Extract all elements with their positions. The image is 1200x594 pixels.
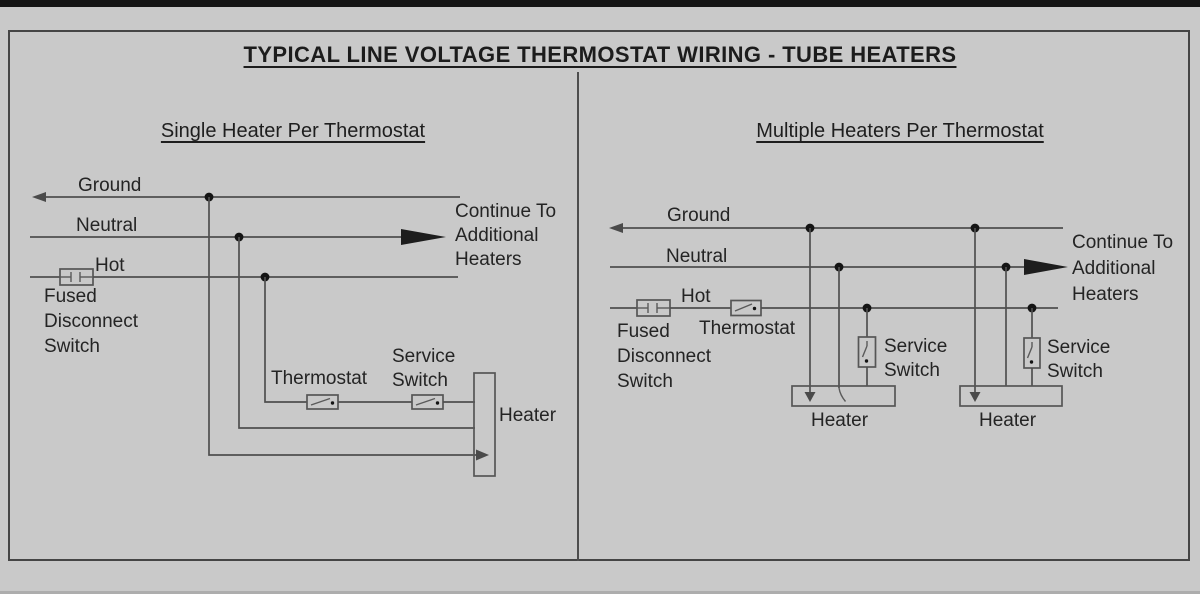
service-switch-2-label: Service Switch <box>1047 337 1111 382</box>
heater-1-label: Heater <box>811 410 869 431</box>
continue-to-additional-heaters-label: Continue To Additional Heaters <box>1072 232 1174 305</box>
continue-to-additional-heaters-label: Continue To Additional Heaters <box>455 201 557 270</box>
thermostat-label: Thermostat <box>271 368 368 389</box>
hot-wire-label: Hot <box>681 286 711 307</box>
fused-disconnect-switch-label: Fused Disconnect Switch <box>617 321 711 392</box>
service-switch-label: Service Switch <box>392 346 456 391</box>
ground-wire-label: Ground <box>78 175 142 196</box>
hot-wire-label: Hot <box>95 255 125 276</box>
heater-label: Heater <box>499 405 557 426</box>
page-title: TYPICAL LINE VOLTAGE THERMOSTAT WIRING -… <box>243 42 957 67</box>
ground-wire-label: Ground <box>667 205 731 226</box>
fused-disconnect-switch-label: Fused Disconnect Switch <box>44 286 138 357</box>
diagram-border <box>8 30 1190 561</box>
service-switch-1-label: Service Switch <box>884 336 948 381</box>
single-panel-title: Single Heater Per Thermostat <box>160 120 426 142</box>
panel-divider <box>577 72 579 561</box>
thermostat-label: Thermostat <box>699 318 796 339</box>
multiple-panel-title: Multiple Heaters Per Thermostat <box>756 120 1044 142</box>
top-black-bar <box>0 0 1200 7</box>
heater-2-label: Heater <box>979 410 1037 431</box>
neutral-wire-label: Neutral <box>666 246 728 267</box>
bottom-edge-strip <box>0 591 1200 594</box>
neutral-wire-label: Neutral <box>76 215 138 236</box>
